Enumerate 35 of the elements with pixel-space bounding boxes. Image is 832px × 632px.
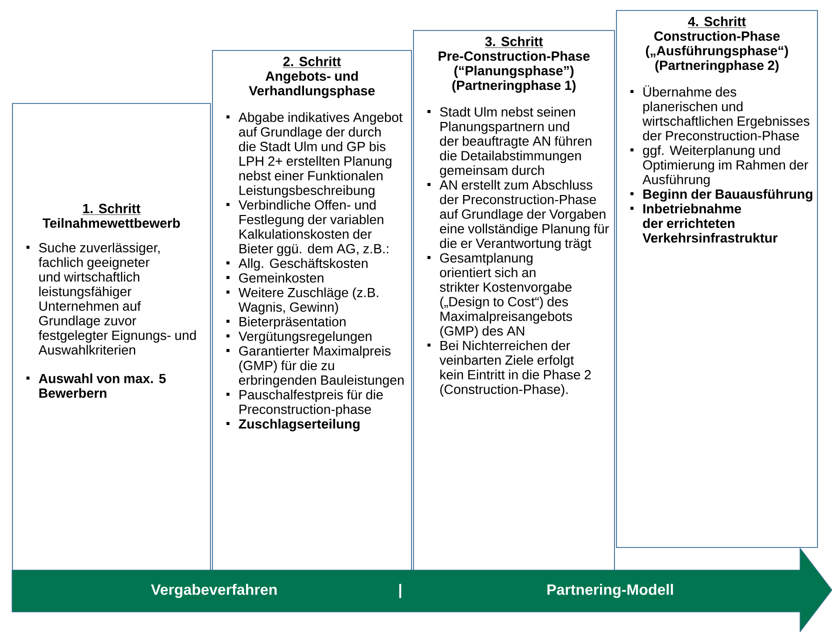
bullet-item: Zuschlagserteilung <box>238 418 360 432</box>
bullet-item: Suche zuverlässiger, fachlich geeigneter und wirtschaftlich leistungsfähiger Unternehmen auf Grundlage zuvor festgelegter Eignungs- und Auswahlkriterien <box>38 242 196 355</box>
bullet-item: Gemeinkosten <box>239 272 324 283</box>
phase-box <box>212 50 412 571</box>
bullet-item: Weitere Zuschläge (z.B. Wagnis, Gewinn) <box>238 287 378 314</box>
phase-title: Angebots- und Verhandlungsphase <box>248 71 375 98</box>
phase-box <box>12 103 211 571</box>
step-number: 3. Schritt <box>484 36 544 48</box>
phase-title: Pre-Construction-Phase (“Planungsphase”) (Partneringphase 1) <box>438 51 590 93</box>
phase-box <box>413 30 615 571</box>
bullet-item: Pauschalfestpreis für die Preconstruction-phase <box>240 390 383 417</box>
phase-title: Construction-Phase („Ausführungsphase“) (Partneringphase 2) <box>646 31 788 73</box>
phase-title: Teilnahmewettbewerb <box>42 218 180 228</box>
band-label: | <box>399 584 402 598</box>
bullet-item: Abgabe indikatives Angebot auf Grundlage der durch die Stadt Ulm und GP bis LPH 2+ erstellten Planung nebst einer Funktionalen Leistungsbeschreibung <box>238 112 402 198</box>
bullet-item: ggf. Weiterplanung und Optimierung im Rahmen der Ausführung <box>642 145 808 187</box>
step-number: 4. Schritt <box>688 16 746 28</box>
band-label: Partnering-Modell <box>547 584 673 598</box>
bullet-item: Verbindliche Offen- und Festlegung der variablen Kalkulationskosten der Bieter ggü. dem AG, z.B.: <box>238 200 388 256</box>
step-number: 1. Schritt <box>82 203 141 215</box>
bullet-item: Bei Nichterreichen der veinbarten Ziele erfolgt kein Eintritt in die Phase 2 (Construction-Phase). <box>440 340 591 397</box>
phase-arrow <box>12 547 832 632</box>
step-number: 2. Schritt <box>282 56 342 68</box>
bullet-item: Beginn der Bauausführung <box>643 189 812 202</box>
bullet-item: Gesamtplanung orientiert sich an strikter Kostenvorgabe („Design to Cost“) des Maximalpreisangebots (GMP) des AN <box>440 252 572 338</box>
bullet-item: Allg. Geschäftskosten <box>238 258 368 271</box>
bullet-item: Inbetriebnahme der errichteten Verkehrsinfrastruktur <box>642 204 778 243</box>
bullet-item: Bieterpräsentation <box>240 316 346 330</box>
band-label: Vergabeverfahren <box>150 584 277 598</box>
bullet-item: Garantierter Maximalpreis (GMP) für die zu erbringenden Bauleistungen <box>239 346 404 388</box>
bullet-item: AN erstellt zum Abschluss der Preconstruction-Phase auf Grundlage der Vorgaben eine vollständige Planung für die er Verantwortung trägt <box>440 180 609 251</box>
phase-box <box>616 10 818 548</box>
bullet-item: Vergütungsregelungen <box>238 331 372 344</box>
bullet-item: Stadt Ulm nebst seinen Planungspartnern und der beauftragte AN führen die Detailabstimmungen gemeinsam durch <box>440 106 592 178</box>
bullet-item: Auswahl von max. 5 Bewerbern <box>38 373 166 398</box>
